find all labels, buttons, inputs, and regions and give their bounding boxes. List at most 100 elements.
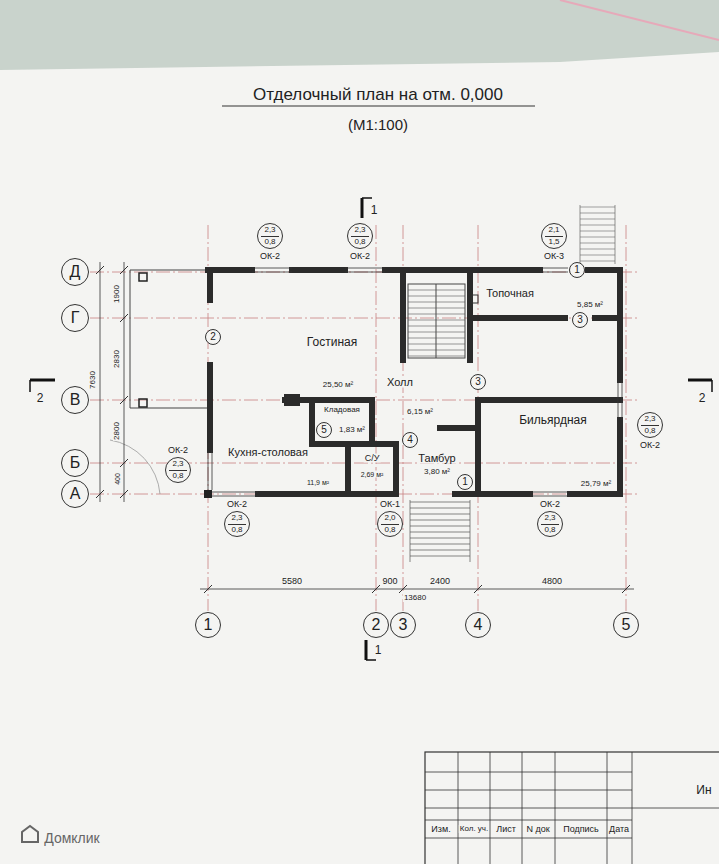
stair-step (580, 207, 615, 208)
table-cell: Кол. уч. (459, 825, 489, 833)
wall (617, 270, 623, 380)
window-line (212, 496, 258, 497)
axis-label: 4 (473, 617, 484, 633)
stair-step (436, 356, 465, 357)
room-name: Тамбур (417, 453, 456, 464)
title-block-frame (425, 752, 719, 864)
room-name: Холл (386, 377, 414, 388)
stair-step (408, 326, 436, 327)
stair-step (410, 508, 470, 509)
dimension-tick (372, 585, 380, 593)
dimension-tick (96, 490, 104, 498)
stair-step (436, 320, 465, 321)
wall (207, 365, 213, 450)
window-marker: 2,30,8ОК-2 (224, 511, 250, 537)
window-marker: 2,11,5ОК-3 (541, 223, 567, 249)
window-size: 2,3 (543, 514, 556, 522)
window-line (252, 268, 292, 269)
dimension-tick (204, 585, 212, 593)
callout-number: 4 (402, 432, 418, 448)
stair-step (410, 532, 470, 533)
stair-step (580, 225, 615, 226)
dimension-tick (96, 266, 104, 274)
title-block-row (425, 838, 632, 839)
dimension: 13680 (403, 594, 427, 602)
dimension-line (200, 589, 634, 590)
callout-number: 1 (573, 265, 581, 275)
window-type: ОК-2 (259, 252, 281, 261)
fraction-line (228, 524, 246, 525)
section-number: 2 (698, 392, 707, 404)
stair-step (436, 338, 465, 339)
axis-bubble: Г (61, 304, 89, 332)
wall (470, 267, 540, 273)
stair-step (436, 314, 465, 315)
scale-note: (М1:100) (347, 117, 409, 132)
stair-step (408, 332, 436, 333)
stair-step (580, 249, 615, 250)
axis-bubble: 4 (465, 612, 491, 638)
callout-number: 3 (470, 374, 486, 390)
window-line (540, 268, 568, 269)
stair-step (580, 219, 615, 220)
callout-number: 1 (457, 474, 473, 490)
dimension: 7630 (89, 370, 97, 390)
wall (400, 270, 406, 360)
window-line (345, 268, 385, 269)
title-block-column (607, 752, 608, 864)
callout-number: 2 (205, 329, 221, 345)
stair-step (410, 556, 470, 557)
window-size: 0,8 (383, 526, 396, 534)
stair-line (410, 500, 411, 562)
fraction-line (381, 524, 399, 525)
window-line (540, 272, 568, 273)
grid-axis-line (90, 318, 640, 319)
fraction-line (351, 236, 369, 237)
watermark: Домклик (43, 831, 100, 845)
stair-line (615, 205, 616, 264)
wall-block (284, 394, 300, 406)
window-line (345, 272, 385, 273)
post (139, 399, 147, 407)
fraction-line (545, 236, 563, 237)
title-block-row (425, 808, 632, 809)
dimension: 2800 (113, 421, 121, 441)
callout-number: 3 (576, 315, 584, 325)
axis-bubble: В (61, 386, 89, 414)
stair-step (408, 290, 436, 291)
grid-axis-line (403, 225, 404, 611)
axis-label: 5 (621, 617, 632, 633)
post (139, 273, 147, 281)
grid-axis-line (90, 494, 640, 495)
room-area: 5,85 м² (576, 301, 604, 309)
wall (470, 315, 565, 321)
window-marker: 2,30,8ОК-2 (537, 511, 563, 537)
terrace-line (130, 270, 210, 271)
section-mark (361, 198, 364, 218)
callout-number: 1 (569, 262, 585, 278)
wall (455, 491, 530, 497)
stair-line (470, 500, 471, 562)
plan-geometry (22, 198, 719, 864)
dimension: 400 (114, 472, 121, 486)
axis-label: 3 (398, 617, 409, 633)
stair-step (408, 338, 436, 339)
axis-bubble: А (61, 480, 89, 508)
window-type: ОК-2 (539, 500, 561, 509)
background-line (560, 0, 719, 40)
wall (617, 420, 623, 494)
wall (570, 491, 620, 497)
axis-label: А (69, 486, 82, 502)
callout-number: 5 (316, 422, 332, 438)
wall (393, 444, 399, 494)
stair-step (410, 538, 470, 539)
stair-step (580, 255, 615, 256)
stair-line (580, 205, 581, 264)
stair-step (436, 332, 465, 333)
window-line (622, 380, 623, 420)
window-size: 2,3 (353, 226, 366, 234)
title-block-column (555, 752, 556, 864)
stair-step (408, 296, 436, 297)
section-number: 1 (370, 204, 379, 216)
stair-step (408, 308, 436, 309)
